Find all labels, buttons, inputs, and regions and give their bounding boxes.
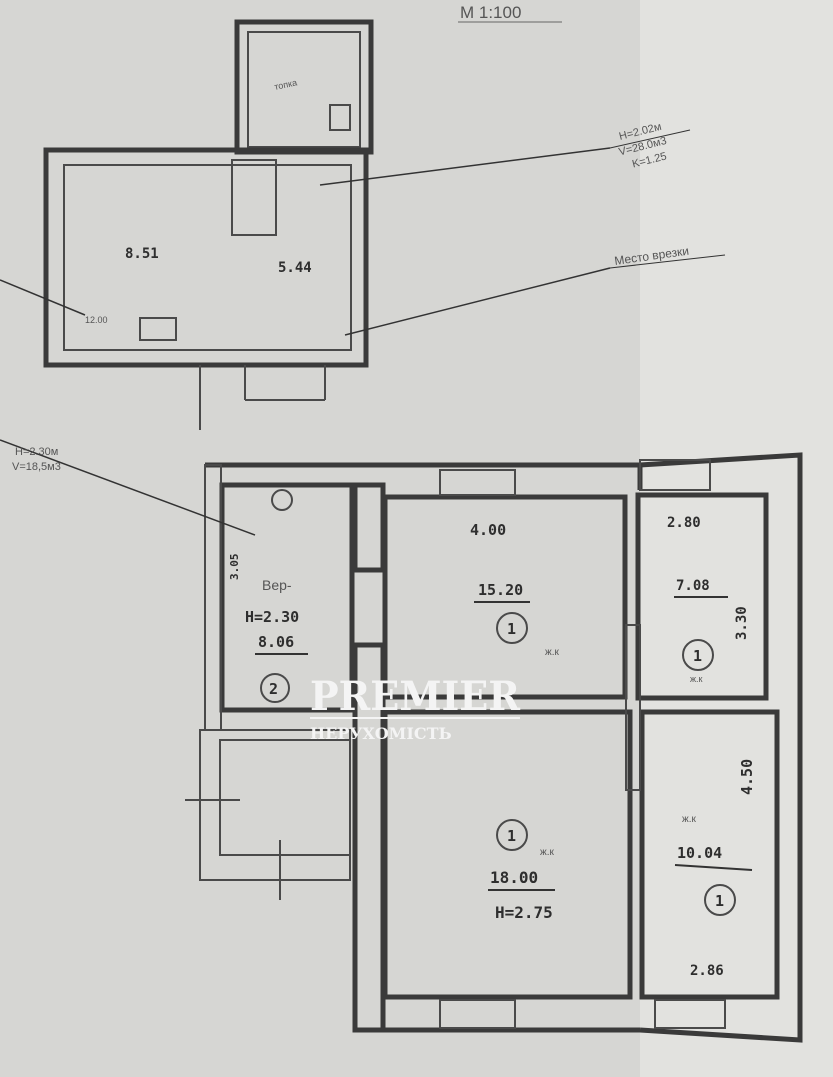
room-se-width: 2.86: [690, 963, 724, 979]
main-house-plan: [185, 452, 803, 1043]
annex-room-area-right: 5.44: [278, 260, 312, 276]
annex-plan: [43, 19, 374, 430]
main-callout-volume: V=18,5м3: [12, 461, 61, 473]
annex-room-area-left: 8.51: [125, 246, 159, 262]
watermark-subtitle: НЕРУХОМІСТЬ: [310, 724, 452, 743]
room-north-width: 4.00: [470, 521, 506, 539]
room-ne-floor-marker: 1: [693, 647, 702, 665]
veranda-name: Вер-: [262, 577, 292, 593]
room-ne-note: ж.к: [690, 674, 703, 684]
veranda-area: 8.06: [258, 633, 294, 651]
room-se-note: ж.к: [682, 814, 696, 825]
room-ne-area: 7.08: [676, 578, 710, 594]
room-ne-length: 3.30: [734, 606, 750, 640]
room-north-note: ж.к: [545, 647, 559, 658]
room-south-height: H=2.75: [495, 903, 553, 922]
watermark-brand: PREMIER: [310, 673, 521, 720]
annex-top-room-note: топка: [273, 77, 298, 92]
room-south-area: 18.00: [490, 868, 538, 887]
room-north-floor-marker: 1: [507, 620, 516, 638]
room-se-floor-marker: 1: [715, 892, 724, 910]
room-ne-width: 2.80: [667, 515, 701, 531]
room-north-area: 15.20: [478, 581, 523, 599]
room-south-note: ж.к: [540, 847, 554, 858]
veranda-height: H=2.30: [245, 608, 299, 626]
main-callout-height: H=2.30м: [15, 446, 58, 458]
room-se-area: 10.04: [677, 844, 722, 862]
veranda-width: 3.05: [228, 554, 241, 581]
annex-pipe-note: 12.00: [85, 315, 108, 325]
veranda-floor-marker: 2: [269, 680, 278, 698]
room-se-length: 4.50: [738, 759, 756, 795]
scale-label: М 1:100: [460, 3, 521, 22]
room-south-floor-marker: 1: [507, 827, 516, 845]
paper-fold: [640, 0, 833, 1077]
